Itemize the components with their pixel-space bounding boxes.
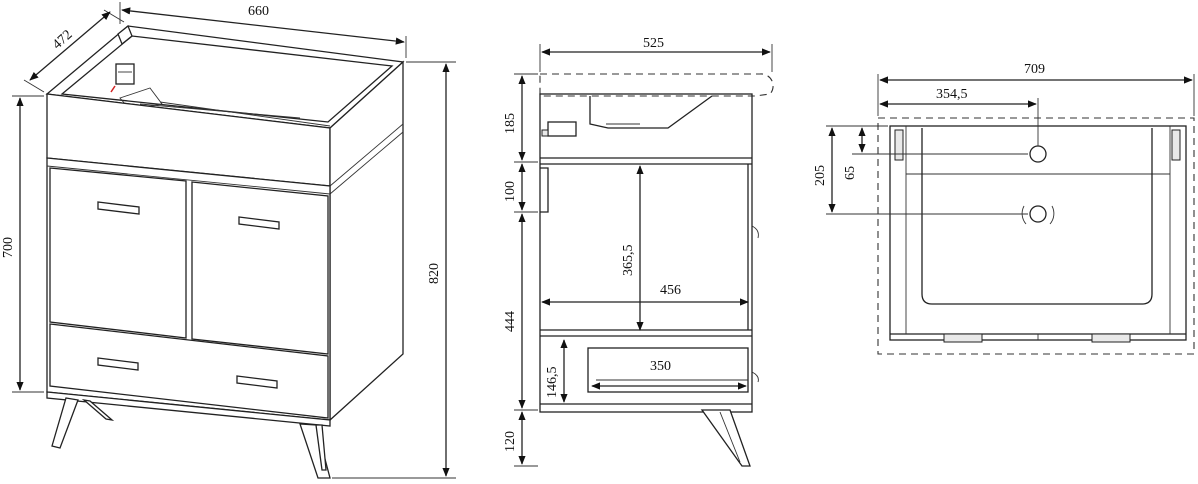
top-view: 709 354,5 205 65: [813, 62, 1195, 355]
top-hinge-left-icon: [894, 129, 904, 161]
top-dim-depth-to-hole: 205: [813, 165, 828, 186]
side-back-rail: [540, 167, 549, 213]
top-dim-half-width: 354,5: [936, 87, 968, 102]
iso-rail: [46, 165, 331, 195]
side-dim-inner-height: 365,5: [621, 245, 636, 277]
side-drawer-handle-icon: [751, 371, 759, 383]
iso-dim-body-height: 700: [1, 237, 16, 258]
iso-leg-back-left: [81, 398, 115, 422]
side-dim-drawer-height: 146,5: [545, 367, 560, 399]
drain-arc-left: [1021, 205, 1027, 225]
water-tap-icon: [110, 85, 116, 93]
side-faucet-nut: [541, 129, 549, 137]
handle-icon-drawer-left: [97, 357, 139, 371]
top-outline-dashed: [877, 117, 1195, 355]
side-dim-rail: 100: [503, 181, 518, 202]
iso-front-body: [46, 157, 331, 421]
top-cabinet-outline: [889, 125, 1187, 341]
iso-dim-total-height: 820: [427, 263, 442, 284]
side-basin-profile: [589, 95, 713, 129]
top-basin: [921, 128, 1153, 305]
iso-door-right: [191, 181, 329, 355]
iso-door-left: [49, 167, 187, 339]
top-dim-offset: 65: [843, 166, 858, 180]
side-carcass: [539, 93, 753, 413]
side-worktop-outline: [539, 73, 774, 97]
iso-basin-edge: [159, 101, 331, 127]
faucet-hole-icon: [1029, 145, 1047, 163]
top-hinge-right-icon: [1171, 129, 1181, 161]
iso-dim-width: 660: [248, 4, 269, 19]
iso-side-seam-2: [329, 131, 404, 195]
drain-arc-right: [1049, 205, 1055, 225]
iso-basin-line: [139, 103, 301, 119]
iso-dim-depth: 472: [50, 27, 76, 52]
top-leg-right-icon: [1091, 333, 1131, 343]
iso-dim-width-line: [121, 7, 405, 45]
drain-icon: [1029, 205, 1047, 223]
side-leg-detail: [719, 411, 741, 463]
side-drawer: [587, 347, 749, 393]
isometric-view: 660 472 700 820: [1, 2, 456, 479]
faucet-icon: [115, 63, 135, 85]
top-leg-left-icon: [943, 333, 983, 343]
handle-icon-drawer-right: [236, 375, 278, 389]
iso-ext-d1: [23, 79, 45, 93]
iso-drawer-front: [49, 323, 329, 419]
side-dim-depth: 525: [643, 36, 664, 51]
iso-leg-front-left: [51, 397, 79, 449]
side-dim-leg-height: 120: [503, 431, 518, 452]
top-dim-width: 709: [1024, 62, 1045, 77]
side-dim-top-section: 185: [503, 113, 518, 134]
side-leg: [700, 409, 751, 467]
side-faucet-icon: [547, 121, 577, 137]
side-section-view: 525 185 100 444 120 365,5 456 146,5 350: [503, 36, 774, 467]
handle-icon-door-right: [238, 216, 280, 230]
iso-leg-back-right: [315, 424, 327, 471]
side-dim-lower-section: 444: [503, 311, 518, 332]
iso-ext-d2: [103, 9, 125, 23]
side-dim-drawer-depth: 350: [650, 359, 671, 374]
iso-side-seam: [329, 123, 404, 187]
iso-dim-depth-line: [29, 11, 111, 81]
side-dim-inner-depth: 456: [660, 283, 681, 298]
handle-icon-door-left: [97, 201, 140, 215]
side-door-handle-icon: [751, 225, 759, 239]
iso-plinth: [46, 391, 331, 427]
